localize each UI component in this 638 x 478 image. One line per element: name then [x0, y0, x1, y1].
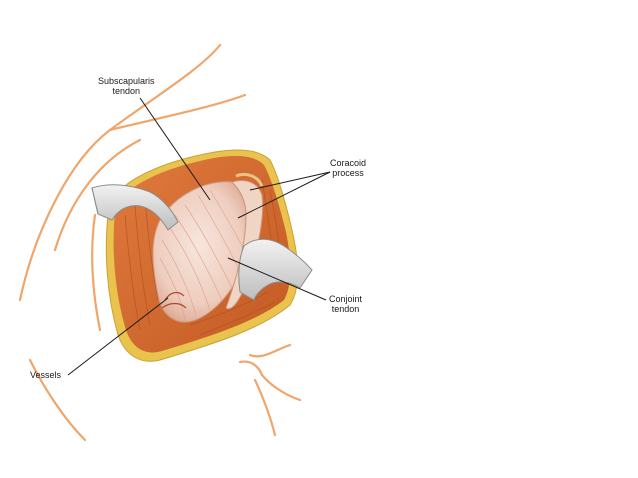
label-conjoint: Conjoint tendon — [329, 294, 362, 314]
leader-lines — [67, 97, 331, 376]
skin-outline — [18, 43, 302, 442]
tendon-striations — [159, 189, 247, 321]
vessels — [161, 291, 187, 309]
subscapularis-line2: tendon — [112, 86, 141, 96]
coracoid-line1: Coracoid — [330, 158, 367, 168]
vessels-text: Vessels — [30, 370, 62, 380]
conjoint-line1: Conjoint — [329, 294, 363, 304]
subscapularis-line1: Subscapularis — [98, 76, 155, 86]
coracoid-line2: process — [332, 168, 364, 178]
label-vessels: Vessels — [30, 370, 61, 380]
conjoint-line2: tendon — [331, 304, 360, 314]
retractor-upper — [91, 184, 179, 231]
label-subscapularis: Subscapularis tendon — [98, 76, 155, 96]
label-coracoid: Coracoid process — [330, 158, 366, 178]
coracoid-conjoint-strip — [225, 180, 264, 310]
